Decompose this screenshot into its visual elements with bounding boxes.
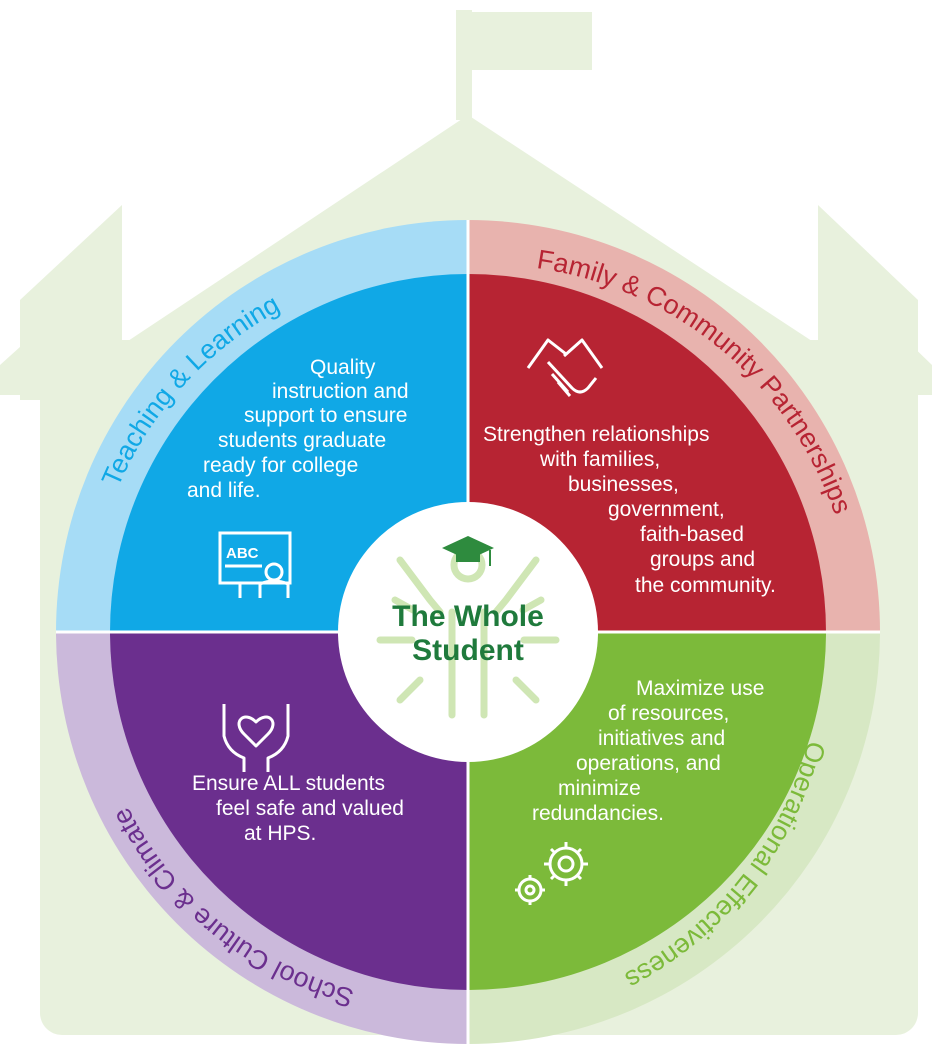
- teaching-line-5: ready for college: [203, 454, 358, 477]
- operational-line-3: initiatives and: [598, 727, 725, 750]
- center-title-line-1: The Whole: [392, 600, 544, 633]
- flag: [472, 12, 592, 70]
- culture-line-1: Ensure ALL students: [192, 772, 385, 795]
- family-line-6: groups and: [650, 548, 755, 571]
- svg-text:ABC: ABC: [226, 545, 259, 562]
- gears-icon: [515, 842, 588, 905]
- operational-line-2: of resources,: [608, 702, 729, 725]
- teaching-line-4: students graduate: [218, 429, 386, 452]
- family-text: Strengthen relationships with families, …: [483, 423, 776, 597]
- family-line-7: the community.: [635, 574, 776, 597]
- operational-line-4: operations, and: [576, 752, 721, 775]
- handshake-icon: [526, 338, 604, 397]
- house-roof-eave-left: [20, 205, 122, 400]
- center-title-line-2: Student: [412, 634, 524, 667]
- house-roof-eave-right: [818, 205, 918, 400]
- culture-line-2: feel safe and valued: [216, 797, 404, 820]
- family-line-5: faith-based: [640, 523, 744, 546]
- family-line-2: with families,: [539, 448, 660, 471]
- flagpole: [456, 10, 472, 120]
- teaching-line-2: instruction and: [272, 380, 409, 403]
- teacher-abc-board-icon: ABC: [218, 531, 292, 598]
- family-line-3: businesses,: [568, 473, 679, 496]
- family-line-1: Strengthen relationships: [483, 423, 709, 446]
- culture-line-3: at HPS.: [244, 822, 316, 845]
- graduation-cap-icon: [442, 536, 494, 566]
- teaching-text: Quality instruction and support to ensur…: [187, 356, 409, 502]
- operational-line-6: redundancies.: [532, 802, 664, 825]
- teaching-line-3: support to ensure: [244, 404, 407, 427]
- culture-text: Ensure ALL students feel safe and valued…: [192, 772, 404, 845]
- teaching-line-1: Quality: [310, 356, 376, 379]
- operational-line-1: Maximize use: [636, 677, 764, 700]
- operational-text: Maximize use of resources, initiatives a…: [532, 677, 764, 825]
- operational-line-5: minimize: [558, 777, 641, 800]
- teaching-line-6: and life.: [187, 479, 261, 502]
- family-line-4: government,: [608, 498, 725, 521]
- heart-hands-icon: [222, 704, 290, 772]
- center-medallion: The Whole Student: [338, 502, 598, 762]
